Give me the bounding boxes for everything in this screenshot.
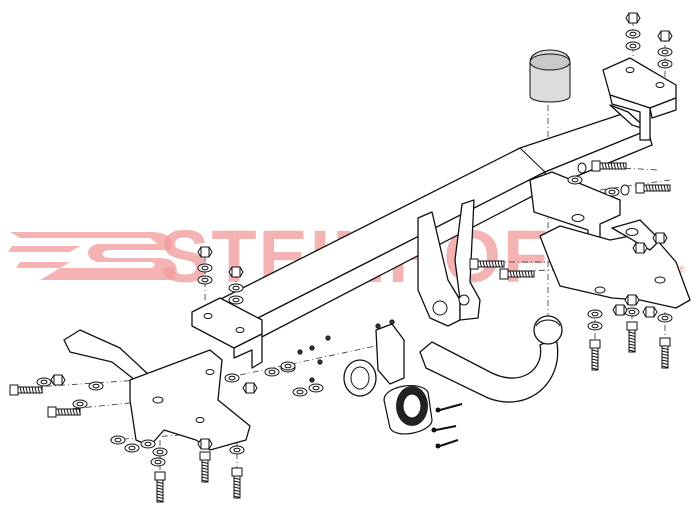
center-bracket (417, 199, 481, 327)
small-nut (309, 377, 315, 383)
washer (150, 457, 166, 467)
ball-cap (529, 49, 571, 103)
small-nut (297, 349, 303, 355)
bolt (499, 268, 509, 280)
small-nut (375, 323, 381, 329)
nut (197, 246, 213, 258)
nut (242, 382, 258, 394)
bolt (635, 182, 645, 194)
nut (612, 304, 628, 316)
socket-screws (431, 403, 463, 449)
bolt (199, 451, 211, 461)
bolt (469, 258, 479, 270)
bolt (591, 160, 601, 172)
bolt (9, 384, 19, 396)
left-end-plate (191, 297, 263, 369)
bolt (154, 471, 166, 481)
washer (197, 275, 213, 285)
washer (72, 399, 88, 409)
washer (577, 162, 587, 174)
washer (152, 447, 168, 457)
bolt (626, 321, 638, 331)
washer (228, 283, 244, 293)
washer (264, 367, 280, 377)
socket-plate (343, 323, 405, 397)
right-mounting-plate (602, 57, 677, 141)
washer (657, 59, 673, 69)
washer (36, 377, 52, 387)
washer (124, 443, 140, 453)
bolt (231, 467, 243, 477)
nut (228, 266, 244, 278)
washer (657, 313, 673, 323)
washer (587, 309, 603, 319)
washer (620, 184, 630, 196)
washer (229, 445, 245, 455)
washer (657, 47, 673, 57)
nut (624, 294, 640, 306)
washer (228, 295, 244, 305)
watermark-swoosh-logo (8, 232, 177, 280)
left-bracket (63, 329, 251, 451)
small-nut (389, 319, 395, 325)
small-nut (325, 335, 331, 341)
bolt (589, 339, 601, 349)
small-nut (317, 359, 323, 365)
small-nut (309, 345, 315, 351)
washer (110, 435, 126, 445)
watermark-registered-mark: ® (678, 264, 685, 274)
washer (308, 383, 324, 393)
nut (652, 232, 668, 244)
washer (587, 321, 603, 331)
nut (642, 306, 658, 318)
nut (197, 438, 213, 450)
washer (224, 373, 240, 383)
nut (625, 12, 641, 24)
nut (632, 242, 648, 254)
washer (280, 361, 296, 371)
nut (657, 30, 673, 42)
washer (604, 187, 620, 197)
washer (292, 387, 308, 397)
bolt (659, 337, 671, 347)
washer (625, 41, 641, 51)
bolt (47, 406, 57, 418)
nut (50, 374, 66, 386)
washer (625, 29, 641, 39)
washer (140, 439, 156, 449)
washer (197, 263, 213, 273)
washer (567, 175, 583, 185)
right-bracket (529, 171, 691, 309)
tow-ball (419, 315, 563, 403)
fasteners (9, 12, 673, 503)
washer (88, 381, 104, 391)
electrical-socket (383, 385, 433, 435)
